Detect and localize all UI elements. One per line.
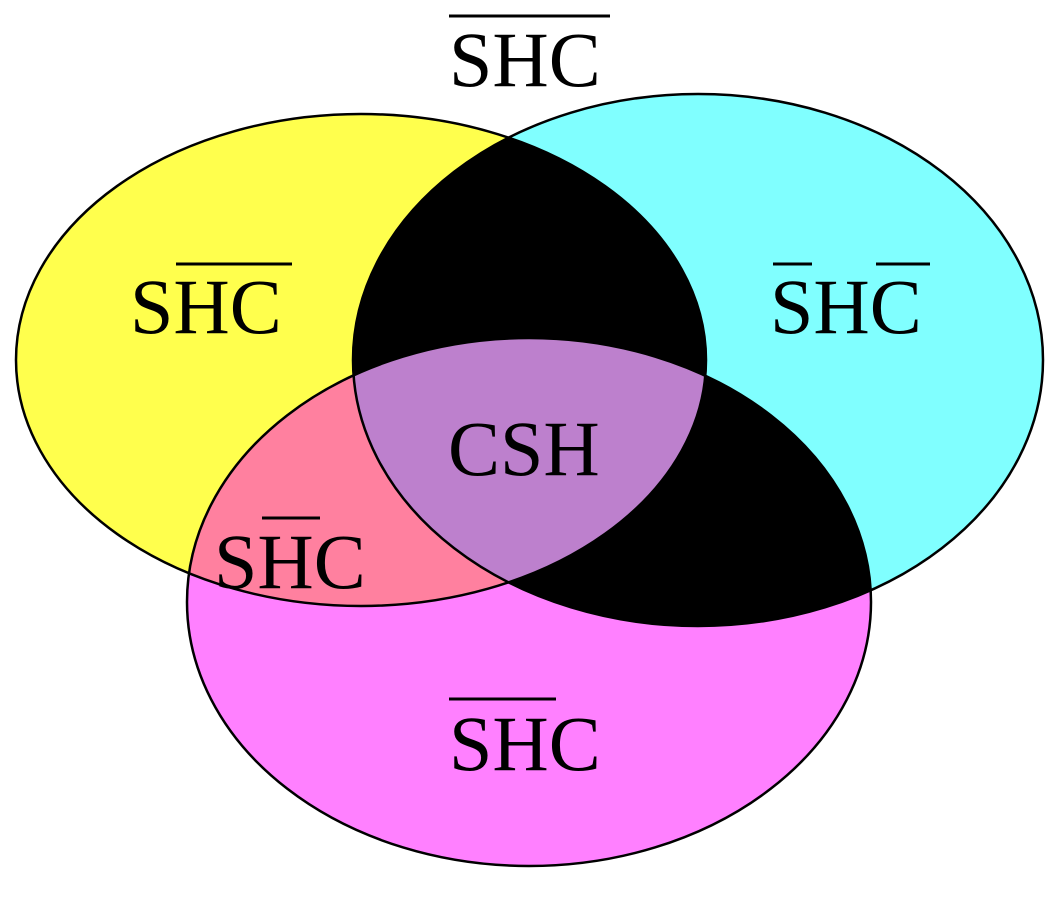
label-cyan-only: SHC [770,262,930,350]
label-yellow-only-s: S [130,263,173,350]
magenta-set-outline [185,336,873,868]
label-all-three: CSH [448,405,600,492]
label-all-three-text: CSH [448,405,600,492]
label-yellow-only-h: H [173,263,229,350]
label-yellow-magenta-c: C [314,518,366,605]
label-magenta-only-s: S [449,700,492,787]
label-outside: SHC [449,14,610,103]
label-cyan-only-s: S [770,263,813,350]
svg-text:SHC: SHC [130,263,282,350]
label-yellow-only: SHC [130,262,292,350]
label-yellow-magenta-s: S [214,518,257,605]
label-yellow-magenta: SHC [214,516,366,605]
svg-text:SHC: SHC [214,518,366,605]
label-cyan-only-c: C [870,263,922,350]
svg-text:SHC: SHC [770,263,922,350]
label-outside-h: H [492,16,548,103]
svg-text:SHC: SHC [449,700,601,787]
yellow-set-outline [14,112,708,608]
label-outside-c: C [549,16,601,103]
label-yellow-magenta-h: H [257,518,313,605]
label-magenta-only-c: C [549,700,601,787]
label-magenta-only: SHC [449,697,601,787]
svg-text:SHC: SHC [449,16,601,103]
label-outside-s: S [449,16,492,103]
cyan-set-outline [351,92,1045,628]
label-cyan-only-h: H [813,263,869,350]
label-yellow-only-c: C [230,263,282,350]
label-magenta-only-h: H [492,700,548,787]
